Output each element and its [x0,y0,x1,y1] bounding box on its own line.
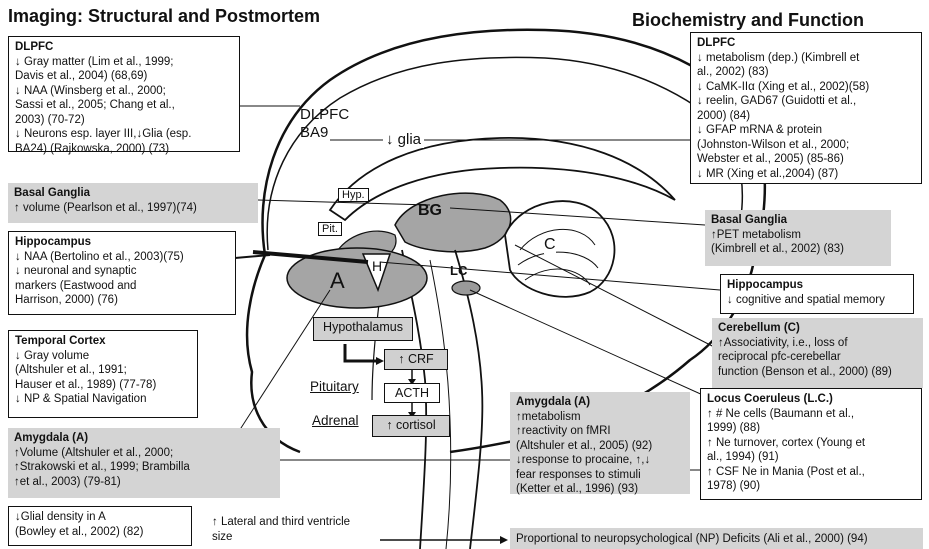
brain-label-h: H [372,258,382,274]
box-line: ↑ # Ne cells (Baumann et al., [707,407,915,422]
box-title: Cerebellum (C) [718,321,917,336]
box-line: ↑ CSF Ne in Mania (Post et al., [707,465,915,480]
basal-ganglia-left-box: Basal Ganglia ↑ volume (Pearlson et al.,… [8,183,258,223]
basal-ganglia-right-box: Basal Ganglia ↑PET metabolism (Kimbrell … [705,210,891,266]
np-deficits-box: Proportional to neuropsychological (NP) … [510,528,923,549]
box-line: (Altshuler et al., 2005) (92) [516,439,684,454]
box-line: ↓ GFAP mRNA & protein [697,123,915,138]
box-line: 2003) (70-72) [15,113,233,128]
header-left: Imaging: Structural and Postmortem [8,6,320,27]
box-title: Hippocampus [727,278,907,293]
glial-density-box: ↓Glial density in A (Bowley et al., 2002… [8,506,192,546]
box-line: ↓ reelin, GAD67 (Guidotti et al., [697,94,915,109]
box-line: ↑et al., 2003) (79-81) [14,475,274,490]
box-line: ↓ Neurons esp. layer III,↓Glia (esp. [15,127,233,142]
box-line: (Altshuler et al., 1991; [15,363,191,378]
box-line: ↓ metabolism (dep.) (Kimbrell et [697,51,915,66]
brain-label-bg: BG [418,202,442,220]
header-right: Biochemistry and Function [632,10,864,31]
box-line: ↑PET metabolism [711,228,885,243]
box-line: ↑reactivity on fMRI [516,424,684,439]
box-title: Temporal Cortex [15,334,191,349]
ventricle-note: ↑ Lateral and third ventricle size [206,512,381,548]
box-line: ↓ Gray matter (Lim et al., 1999; [15,55,233,70]
box-line: al., 2002) (83) [697,65,915,80]
box-line: ↓ CaMK-IIα (Xing et al., 2002)(58) [697,80,915,95]
box-line: size [212,530,375,545]
box-line: Hauser et al., 1989) (77-78) [15,378,191,393]
box-line: (Bowley et al., 2002) (82) [15,525,185,540]
box-line: ↓ MR (Xing et al.,2004) (87) [697,167,915,182]
hippocampus-right-box: Hippocampus ↓ cognitive and spatial memo… [720,274,914,314]
box-line: Harrison, 2000) (76) [15,293,229,308]
box-line: 2000) (84) [697,109,915,124]
box-line: (Ketter et al., 1996) (93) [516,482,684,497]
box-title: Basal Ganglia [711,213,885,228]
box-line: (Kimbrell et al., 2002) (83) [711,242,885,257]
dlpfc-left-box: DLPFC ↓ Gray matter (Lim et al., 1999; D… [8,36,240,152]
box-line: markers (Eastwood and [15,279,229,294]
box-title: Amygdala (A) [516,395,684,410]
box-line: ↑ Lateral and third ventricle [212,515,375,530]
box-line: Proportional to neuropsychological (NP) … [516,532,917,547]
box-title: DLPFC [15,40,233,55]
brain-label-lc: LC [450,263,467,278]
box-line: ↑Associativity, i.e., loss of [718,336,917,351]
brain-label-hyp: Hyp. [338,188,369,202]
box-title: Locus Coeruleus (L.C.) [707,392,915,407]
box-line: (Johnston-Wilson et al., 2000; [697,138,915,153]
box-line: fear responses to stimuli [516,468,684,483]
box-line: ↑Strakowski et al., 1999; Brambilla [14,460,274,475]
box-line: Sassi et al., 2005; Chang et al., [15,98,233,113]
box-line: ↓ neuronal and synaptic [15,264,229,279]
brain-label-pit: Pit. [318,222,342,236]
box-line: ↓Glial density in A [15,510,185,525]
temporal-cortex-box: Temporal Cortex ↓ Gray volume (Altshuler… [8,330,198,418]
box-line: ↑ Ne turnover, cortex (Young et [707,436,915,451]
amygdala-left-box: Amygdala (A) ↑Volume (Altshuler et al., … [8,428,280,498]
pituitary-label: Pituitary [310,379,359,394]
box-line: ↓ Gray volume [15,349,191,364]
box-line: al., 1994) (91) [707,450,915,465]
box-title: Amygdala (A) [14,431,274,446]
box-line: ↓ NAA (Bertolino et al., 2003)(75) [15,250,229,265]
box-line: ↓ NAA (Winsberg et al., 2000; [15,84,233,99]
cortisol-box: ↑ cortisol [372,415,450,437]
hippocampus-left-box: Hippocampus ↓ NAA (Bertolino et al., 200… [8,231,236,315]
box-title: Basal Ganglia [14,186,252,201]
box-line: 1999) (88) [707,421,915,436]
locus-coeruleus-box: Locus Coeruleus (L.C.) ↑ # Ne cells (Bau… [700,388,922,500]
brain-label-dlpfc: DLPFC [300,106,349,123]
amygdala-mid-box: Amygdala (A) ↑metabolism ↑reactivity on … [510,392,690,494]
cerebellum-box: Cerebellum (C) ↑Associativity, i.e., los… [712,318,923,388]
brain-label-ba9: BA9 [300,124,328,141]
acth-box: ACTH [384,383,440,403]
box-line: ↑Volume (Altshuler et al., 2000; [14,446,274,461]
box-title: Hippocampus [15,235,229,250]
box-line: Webster et al., 2005) (85-86) [697,152,915,167]
box-line: 1978) (90) [707,479,915,494]
dlpfc-right-box: DLPFC ↓ metabolism (dep.) (Kimbrell et a… [690,32,922,184]
adrenal-label: Adrenal [312,413,359,428]
box-line: BA24) (Rajkowska, 2000) (73) [15,142,233,157]
hypothalamus-box: Hypothalamus [313,317,413,341]
box-line: reciprocal pfc-cerebellar [718,350,917,365]
box-line: ↑metabolism [516,410,684,425]
box-title: DLPFC [697,36,915,51]
brain-label-c: C [544,236,556,254]
box-line: ↑ volume (Pearlson et al., 1997)(74) [14,201,252,216]
box-line: ↓response to procaine, ↑,↓ [516,453,684,468]
box-line: function (Benson et al., 2000) (89) [718,365,917,380]
crf-box: ↑ CRF [384,349,448,370]
brain-label-glia: ↓ glia [383,131,424,148]
brain-label-a: A [330,268,345,294]
box-line: Davis et al., 2004) (68,69) [15,69,233,84]
box-line: ↓ cognitive and spatial memory [727,293,907,308]
box-line: ↓ NP & Spatial Navigation [15,392,191,407]
